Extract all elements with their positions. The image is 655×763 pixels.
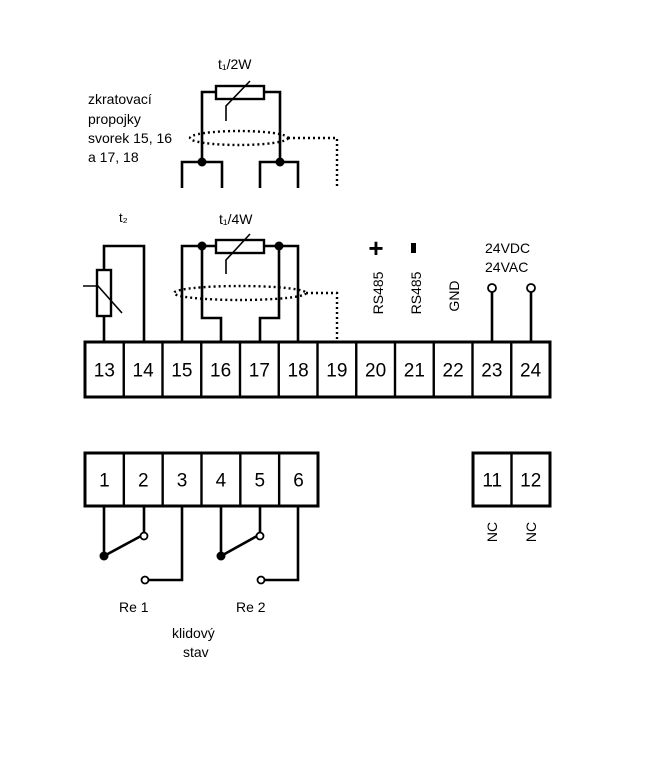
shield-ellipse-4w <box>172 284 308 302</box>
shield-lead-top <box>288 136 339 188</box>
terminal-number-1: 1 <box>99 471 110 492</box>
supply-dc-label: 24VDC <box>485 240 530 256</box>
thermistor-arrow-4w <box>225 233 251 274</box>
rs485-plus-sign: + <box>368 233 383 263</box>
thermistor-arrow-2w <box>225 80 251 121</box>
sensor-4w-wiring <box>172 233 339 342</box>
nc-label-12: NC <box>523 522 539 542</box>
terminal-number-20: 20 <box>365 361 386 382</box>
sensor-4w-label: t₁/4W <box>219 211 253 227</box>
junction-dot <box>274 241 284 251</box>
supply-terminal-circle <box>526 283 536 293</box>
terminal-strip-main: 13 14 15 16 17 18 19 20 21 22 23 24 <box>83 340 552 399</box>
junction-dot <box>197 157 207 167</box>
terminal-number-12: 12 <box>520 471 541 492</box>
rs485-a-label: RS485 <box>370 271 386 314</box>
rs485-b-label: RS485 <box>408 271 424 314</box>
terminal-number-2: 2 <box>138 471 149 492</box>
terminal-number-3: 3 <box>177 471 188 492</box>
relay-1-contacts <box>99 506 184 585</box>
sensor-2w-label: t₁/2W <box>218 56 252 72</box>
terminal-number-19: 19 <box>326 361 347 382</box>
terminal-number-5: 5 <box>254 471 265 492</box>
terminal-number-16: 16 <box>210 361 231 382</box>
terminal-number-14: 14 <box>133 361 155 382</box>
terminal-strip-nc: 11 12 <box>471 451 552 508</box>
resistor-4w-symbol <box>214 238 266 255</box>
jumper-note-line-3: svorek 15, 16 <box>88 130 172 146</box>
jumper-note-line-1: zkratovací <box>88 91 152 107</box>
t2-label: t₂ <box>119 210 128 225</box>
rest-state-label-2: stav <box>183 644 209 660</box>
thermistor-arrow-t2 <box>83 285 123 314</box>
t2-thermistor-wiring <box>83 244 146 342</box>
terminal-number-11: 11 <box>482 471 502 492</box>
nc-label-11: NC <box>484 522 500 542</box>
jumper-note: zkratovací propojky svorek 15, 16 a 17, … <box>88 91 172 165</box>
terminal-number-21: 21 <box>404 361 425 382</box>
terminal-number-23: 23 <box>481 361 502 382</box>
gnd-label: GND <box>446 280 462 311</box>
rest-state-label-1: klidový <box>172 625 215 641</box>
jumper-note-line-2: propojky <box>88 111 141 127</box>
supply-terminal-circle <box>487 283 497 293</box>
relay-1-label: Re 1 <box>119 599 149 615</box>
junction-dot <box>275 157 285 167</box>
supply-wiring <box>487 283 536 342</box>
relay-2-contacts <box>216 506 300 585</box>
shield-lead-4w <box>306 291 339 342</box>
terminal-number-4: 4 <box>216 471 227 492</box>
sensor-2w-wiring <box>180 80 339 188</box>
terminal-number-24: 24 <box>520 361 542 382</box>
terminal-number-13: 13 <box>94 361 115 382</box>
terminal-strip-relay: 1 2 3 4 5 6 <box>83 451 320 508</box>
junction-dot <box>197 241 207 251</box>
terminal-number-18: 18 <box>288 361 309 382</box>
relay-2-label: Re 2 <box>236 599 266 615</box>
terminal-number-6: 6 <box>293 471 304 492</box>
terminal-number-22: 22 <box>443 361 464 382</box>
jumper-note-line-4: a 17, 18 <box>88 149 139 165</box>
rs485-minus-sign <box>411 243 416 253</box>
terminal-number-15: 15 <box>171 361 192 382</box>
supply-ac-label: 24VAC <box>485 259 528 275</box>
shield-ellipse-top <box>188 129 290 147</box>
terminal-number-17: 17 <box>249 361 270 382</box>
